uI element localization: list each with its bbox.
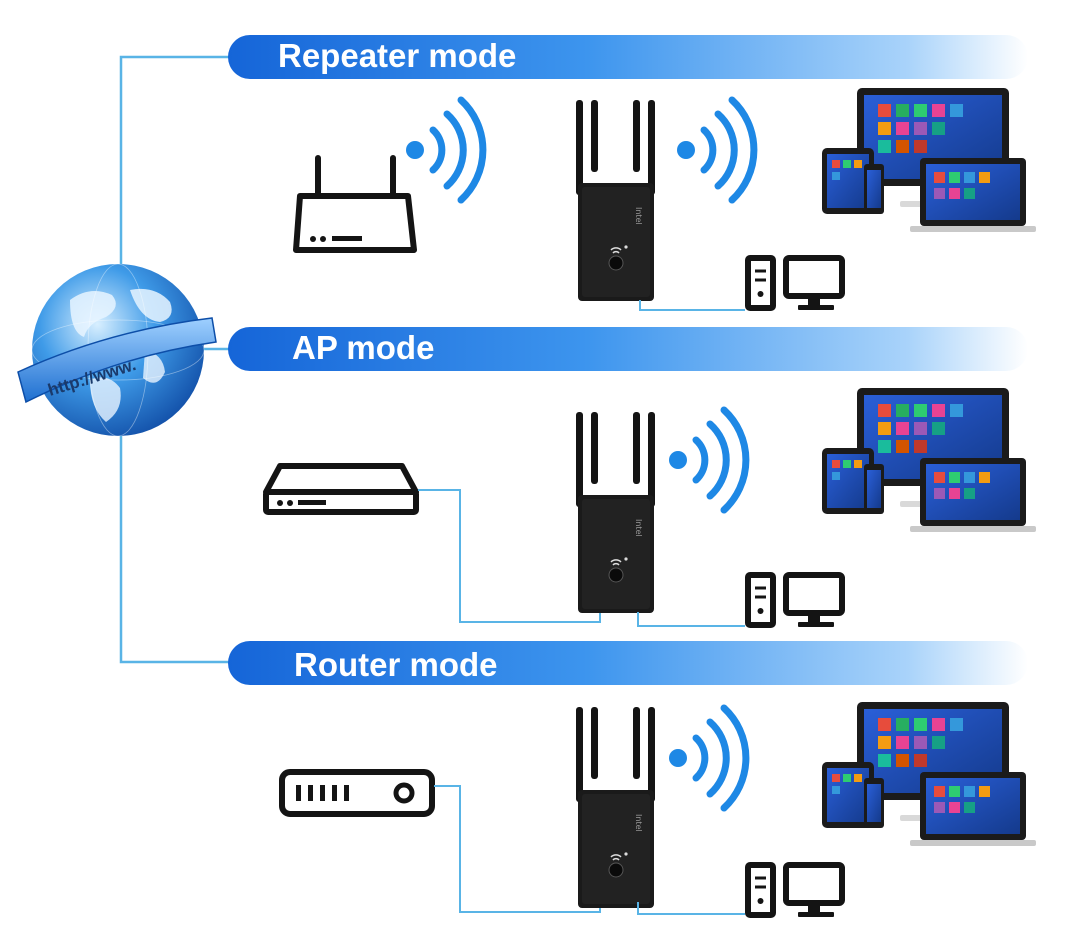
- modem-icon: [263, 463, 419, 515]
- desktop-pc-icon: [748, 575, 842, 627]
- banner-ap-mode: AP mode: [228, 327, 1028, 371]
- switch-icon: [279, 769, 435, 817]
- banner-title: Router mode: [294, 646, 498, 683]
- desktop-pc-icon: [748, 258, 842, 310]
- wifi-signal-icon: [669, 410, 746, 510]
- row-ap-mode: [263, 388, 1036, 627]
- client-devices-icon: [822, 702, 1036, 846]
- wifi-extender-icon: [575, 99, 656, 302]
- banner-router-mode: Router mode: [228, 641, 1028, 685]
- client-devices-icon: [822, 388, 1036, 532]
- banner-repeater-mode: Repeater mode: [228, 35, 1028, 79]
- row-router-mode: [279, 702, 1036, 917]
- client-devices-icon: [822, 88, 1036, 232]
- banner-title: Repeater mode: [278, 37, 516, 74]
- wifi-signal-icon: [669, 708, 746, 808]
- wifi-router-icon: [293, 155, 417, 253]
- banner-title: AP mode: [292, 329, 434, 366]
- wifi-signal-icon: [406, 100, 483, 200]
- wifi-extender-icon: [575, 706, 656, 909]
- row-repeater-mode: [293, 88, 1036, 310]
- desktop-pc-icon: [748, 865, 842, 917]
- wifi-signal-icon: [677, 100, 754, 200]
- wifi-extender-icon: [575, 411, 656, 614]
- globe-icon: http://www.: [17, 263, 217, 437]
